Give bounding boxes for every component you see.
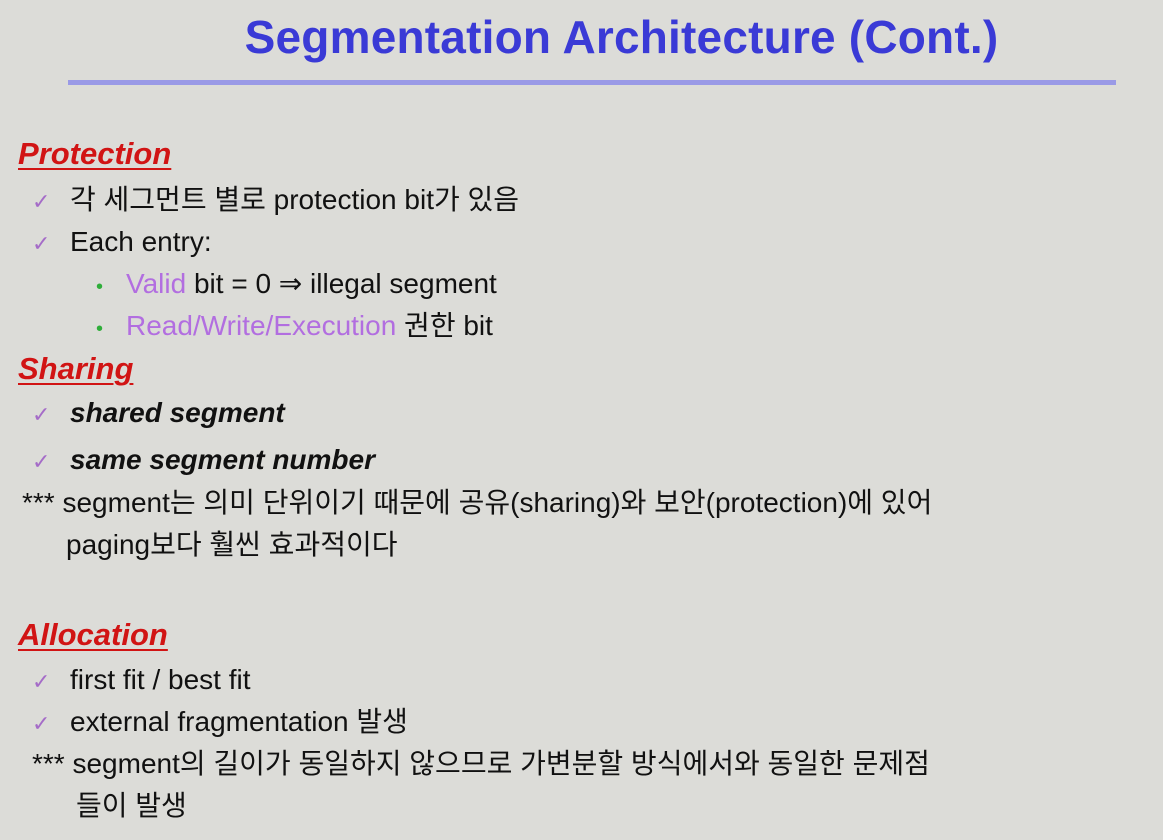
allocation-note-line-1: *** segment의 길이가 동일하지 않으므로 가변분할 방식에서와 동일… [32, 747, 930, 781]
sharing-note-line-1: *** segment는 의미 단위이기 때문에 공유(sharing)와 보안… [22, 486, 932, 520]
note-asterisks: *** [32, 748, 65, 779]
checkmark-icon: ✓ [32, 449, 51, 474]
sharing-item-1: ✓ shared segment [32, 396, 285, 432]
sharing-item-1-text: shared segment [70, 397, 285, 428]
valid-label: Valid [126, 268, 187, 299]
checkmark-icon: ✓ [32, 402, 51, 427]
protection-subitem-1-text: bit = 0 ⇒ illegal segment [186, 268, 497, 299]
allocation-note-line-2: 들이 발생 [76, 790, 187, 821]
protection-item-1: ✓ 각 세그먼트 별로 protection bit가 있음 [32, 183, 519, 219]
protection-heading: Protection [18, 136, 172, 171]
allocation-note-text-1: segment의 길이가 동일하지 않으므로 가변분할 방식에서와 동일한 문제… [72, 748, 930, 779]
slide-title: Segmentation Architecture (Cont.) [244, 11, 999, 63]
protection-item-1-text: 각 세그먼트 별로 protection bit가 있음 [70, 184, 520, 215]
allocation-item-1: ✓ first fit / best fit [32, 663, 250, 699]
sharing-item-2-text: same segment number [70, 444, 375, 475]
protection-subitem-2-text: 권한 bit [396, 310, 493, 341]
protection-item-2-text: Each entry: [70, 226, 212, 257]
checkmark-icon: ✓ [32, 189, 51, 214]
sharing-note-line-2: paging보다 훨씬 효과적이다 [66, 529, 398, 560]
bullet-icon: • [96, 318, 104, 340]
sharing-heading: Sharing [18, 351, 134, 386]
protection-subitem-2: • Read/Write/Execution 권한 bit [96, 309, 493, 346]
allocation-item-2-text: external fragmentation 발생 [70, 706, 408, 737]
sharing-item-2: ✓ same segment number [32, 443, 375, 479]
allocation-item-2: ✓ external fragmentation 발생 [32, 705, 408, 741]
checkmark-icon: ✓ [32, 711, 51, 736]
allocation-item-1-text: first fit / best fit [70, 664, 251, 695]
checkmark-icon: ✓ [32, 669, 51, 694]
sharing-note-text-1: segment는 의미 단위이기 때문에 공유(sharing)와 보안(pro… [62, 487, 933, 518]
rwx-label: Read/Write/Execution [126, 310, 397, 341]
bullet-icon: • [96, 276, 104, 298]
allocation-heading: Allocation [18, 617, 168, 652]
checkmark-icon: ✓ [32, 231, 51, 256]
protection-item-2: ✓ Each entry: [32, 225, 212, 261]
title-underline [68, 80, 1116, 85]
note-asterisks: *** [22, 487, 55, 518]
protection-subitem-1: • Valid bit = 0 ⇒ illegal segment [96, 267, 497, 304]
